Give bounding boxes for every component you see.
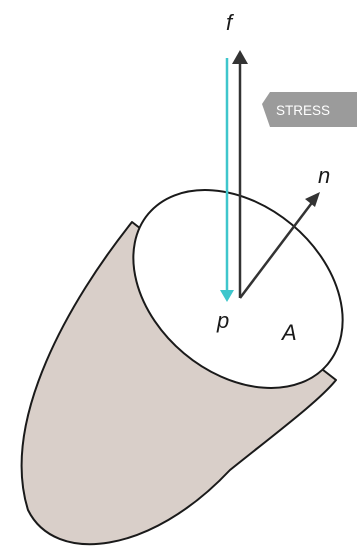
normal-arrowhead — [305, 192, 320, 207]
point-label: p — [216, 308, 229, 333]
stress-callout: STRESS — [262, 92, 357, 127]
area-label: A — [280, 320, 297, 345]
stress-callout-bg — [262, 92, 357, 127]
normal-label: n — [318, 163, 330, 188]
stress-callout-label: STRESS — [276, 103, 330, 118]
stress-arrowhead — [220, 290, 234, 302]
force-label: f — [226, 10, 235, 35]
cross-section-ellipse — [132, 189, 344, 389]
cylinder-body — [20, 221, 337, 546]
normal-arrow — [239, 199, 315, 299]
force-arrowhead — [232, 50, 248, 64]
